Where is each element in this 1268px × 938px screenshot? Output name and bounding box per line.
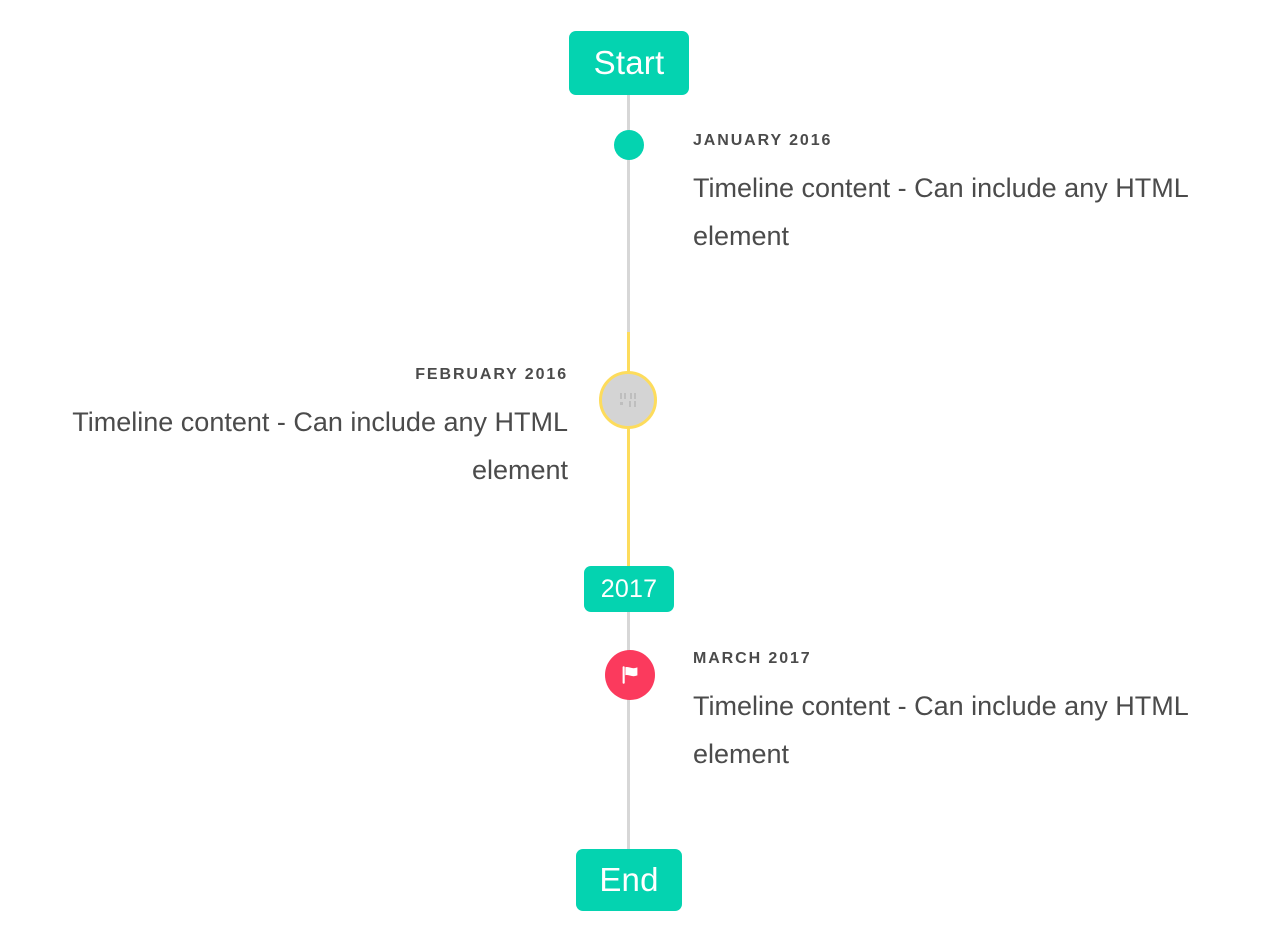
timeline-event-content: FEBRUARY 2016 Timeline content - Can inc… bbox=[38, 366, 568, 494]
timeline-line-segment-yellow bbox=[627, 332, 630, 567]
timeline-end-badge[interactable]: End bbox=[576, 849, 682, 911]
timeline-event-date: JANUARY 2016 bbox=[693, 132, 833, 149]
timeline-event-content: MARCH 2017 Timeline content - Can includ… bbox=[693, 650, 1223, 778]
timeline-event-content: JANUARY 2016 Timeline content - Can incl… bbox=[693, 132, 1223, 260]
broken-image-icon[interactable] bbox=[599, 371, 657, 429]
dot-icon[interactable] bbox=[614, 130, 644, 160]
timeline-line-segment-bottom bbox=[627, 611, 630, 851]
timeline-event-body: Timeline content - Can include any HTML … bbox=[693, 172, 1188, 251]
timeline-event-date: FEBRUARY 2016 bbox=[415, 366, 568, 383]
timeline-event-body: Timeline content - Can include any HTML … bbox=[72, 406, 568, 485]
flag-icon[interactable] bbox=[605, 650, 655, 700]
timeline-event-date: MARCH 2017 bbox=[693, 650, 812, 667]
broken-image-glyph bbox=[620, 393, 636, 407]
timeline-year-badge[interactable]: 2017 bbox=[584, 566, 674, 612]
timeline-event-body: Timeline content - Can include any HTML … bbox=[693, 690, 1188, 769]
timeline-line-segment-top bbox=[627, 95, 630, 333]
timeline-start-badge[interactable]: Start bbox=[569, 31, 689, 95]
